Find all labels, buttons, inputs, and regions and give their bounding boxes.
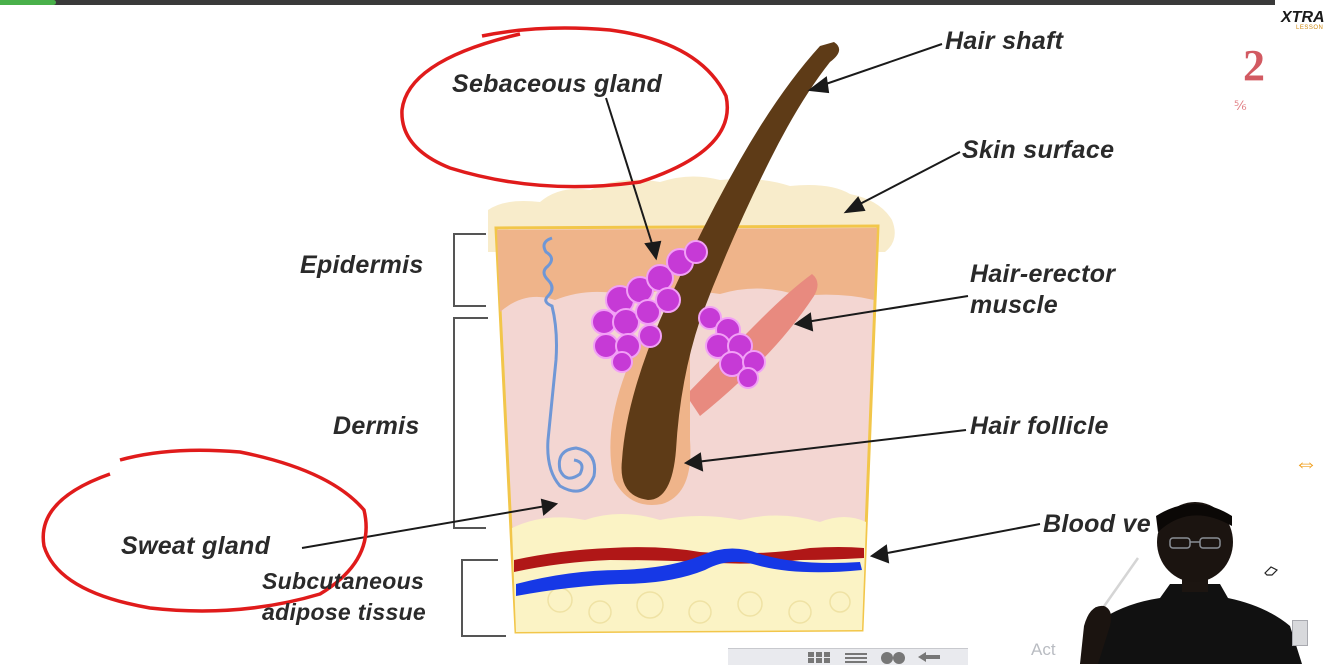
presenter-pointer [1098, 557, 1140, 613]
presenter-webcam [1080, 502, 1302, 664]
vein [516, 548, 862, 596]
annotation-circles [41, 26, 729, 613]
page-number: 2 [1243, 41, 1265, 90]
label-subcutaneous-adipose-tissue: Subcutaneous adipose tissue [262, 568, 426, 625]
binoculars-icon[interactable] [878, 650, 908, 664]
grid-view-icon[interactable] [806, 650, 834, 664]
activation-watermark: Act [1031, 640, 1056, 659]
list-view-icon[interactable] [842, 650, 870, 664]
eraser-icon[interactable] [1264, 566, 1278, 576]
scroll-handle[interactable] [1292, 620, 1308, 646]
logo-text: XTRA [1281, 9, 1324, 26]
back-arrow-icon[interactable] [914, 650, 944, 664]
label-hair-follicle: Hair follicle [970, 412, 1109, 440]
artery [514, 547, 864, 572]
bottom-toolbar [728, 648, 968, 665]
label-hair-erector-muscle: Hair-erector muscle [970, 260, 1116, 319]
browser-top-bar [0, 0, 1275, 5]
fat-cells [547, 587, 851, 624]
label-sweat-gland: Sweat gland [121, 532, 271, 560]
left-right-arrows-icon[interactable]: ⇔ [1294, 450, 1318, 477]
label-skin-surface: Skin surface [962, 136, 1115, 164]
label-blood-vessels: Blood ve [1043, 510, 1151, 538]
label-hair-shaft: Hair shaft [945, 27, 1064, 55]
hair [621, 42, 840, 500]
presenter-body [1080, 584, 1302, 664]
progress-indicator [0, 0, 56, 5]
label-sebaceous-gland: Sebaceous gland [452, 70, 663, 98]
presenter-hand [1080, 605, 1112, 664]
sebaceous-gland [591, 240, 766, 389]
page-fraction: ⅚ [1234, 98, 1247, 113]
pointer-arrows [301, 43, 1041, 564]
logo-subtext: LESSON [1296, 25, 1324, 31]
sweat-gland-duct [542, 236, 597, 493]
label-dermis: Dermis [333, 412, 420, 440]
label-epidermis: Epidermis [300, 251, 424, 279]
layer-brackets [453, 233, 506, 637]
